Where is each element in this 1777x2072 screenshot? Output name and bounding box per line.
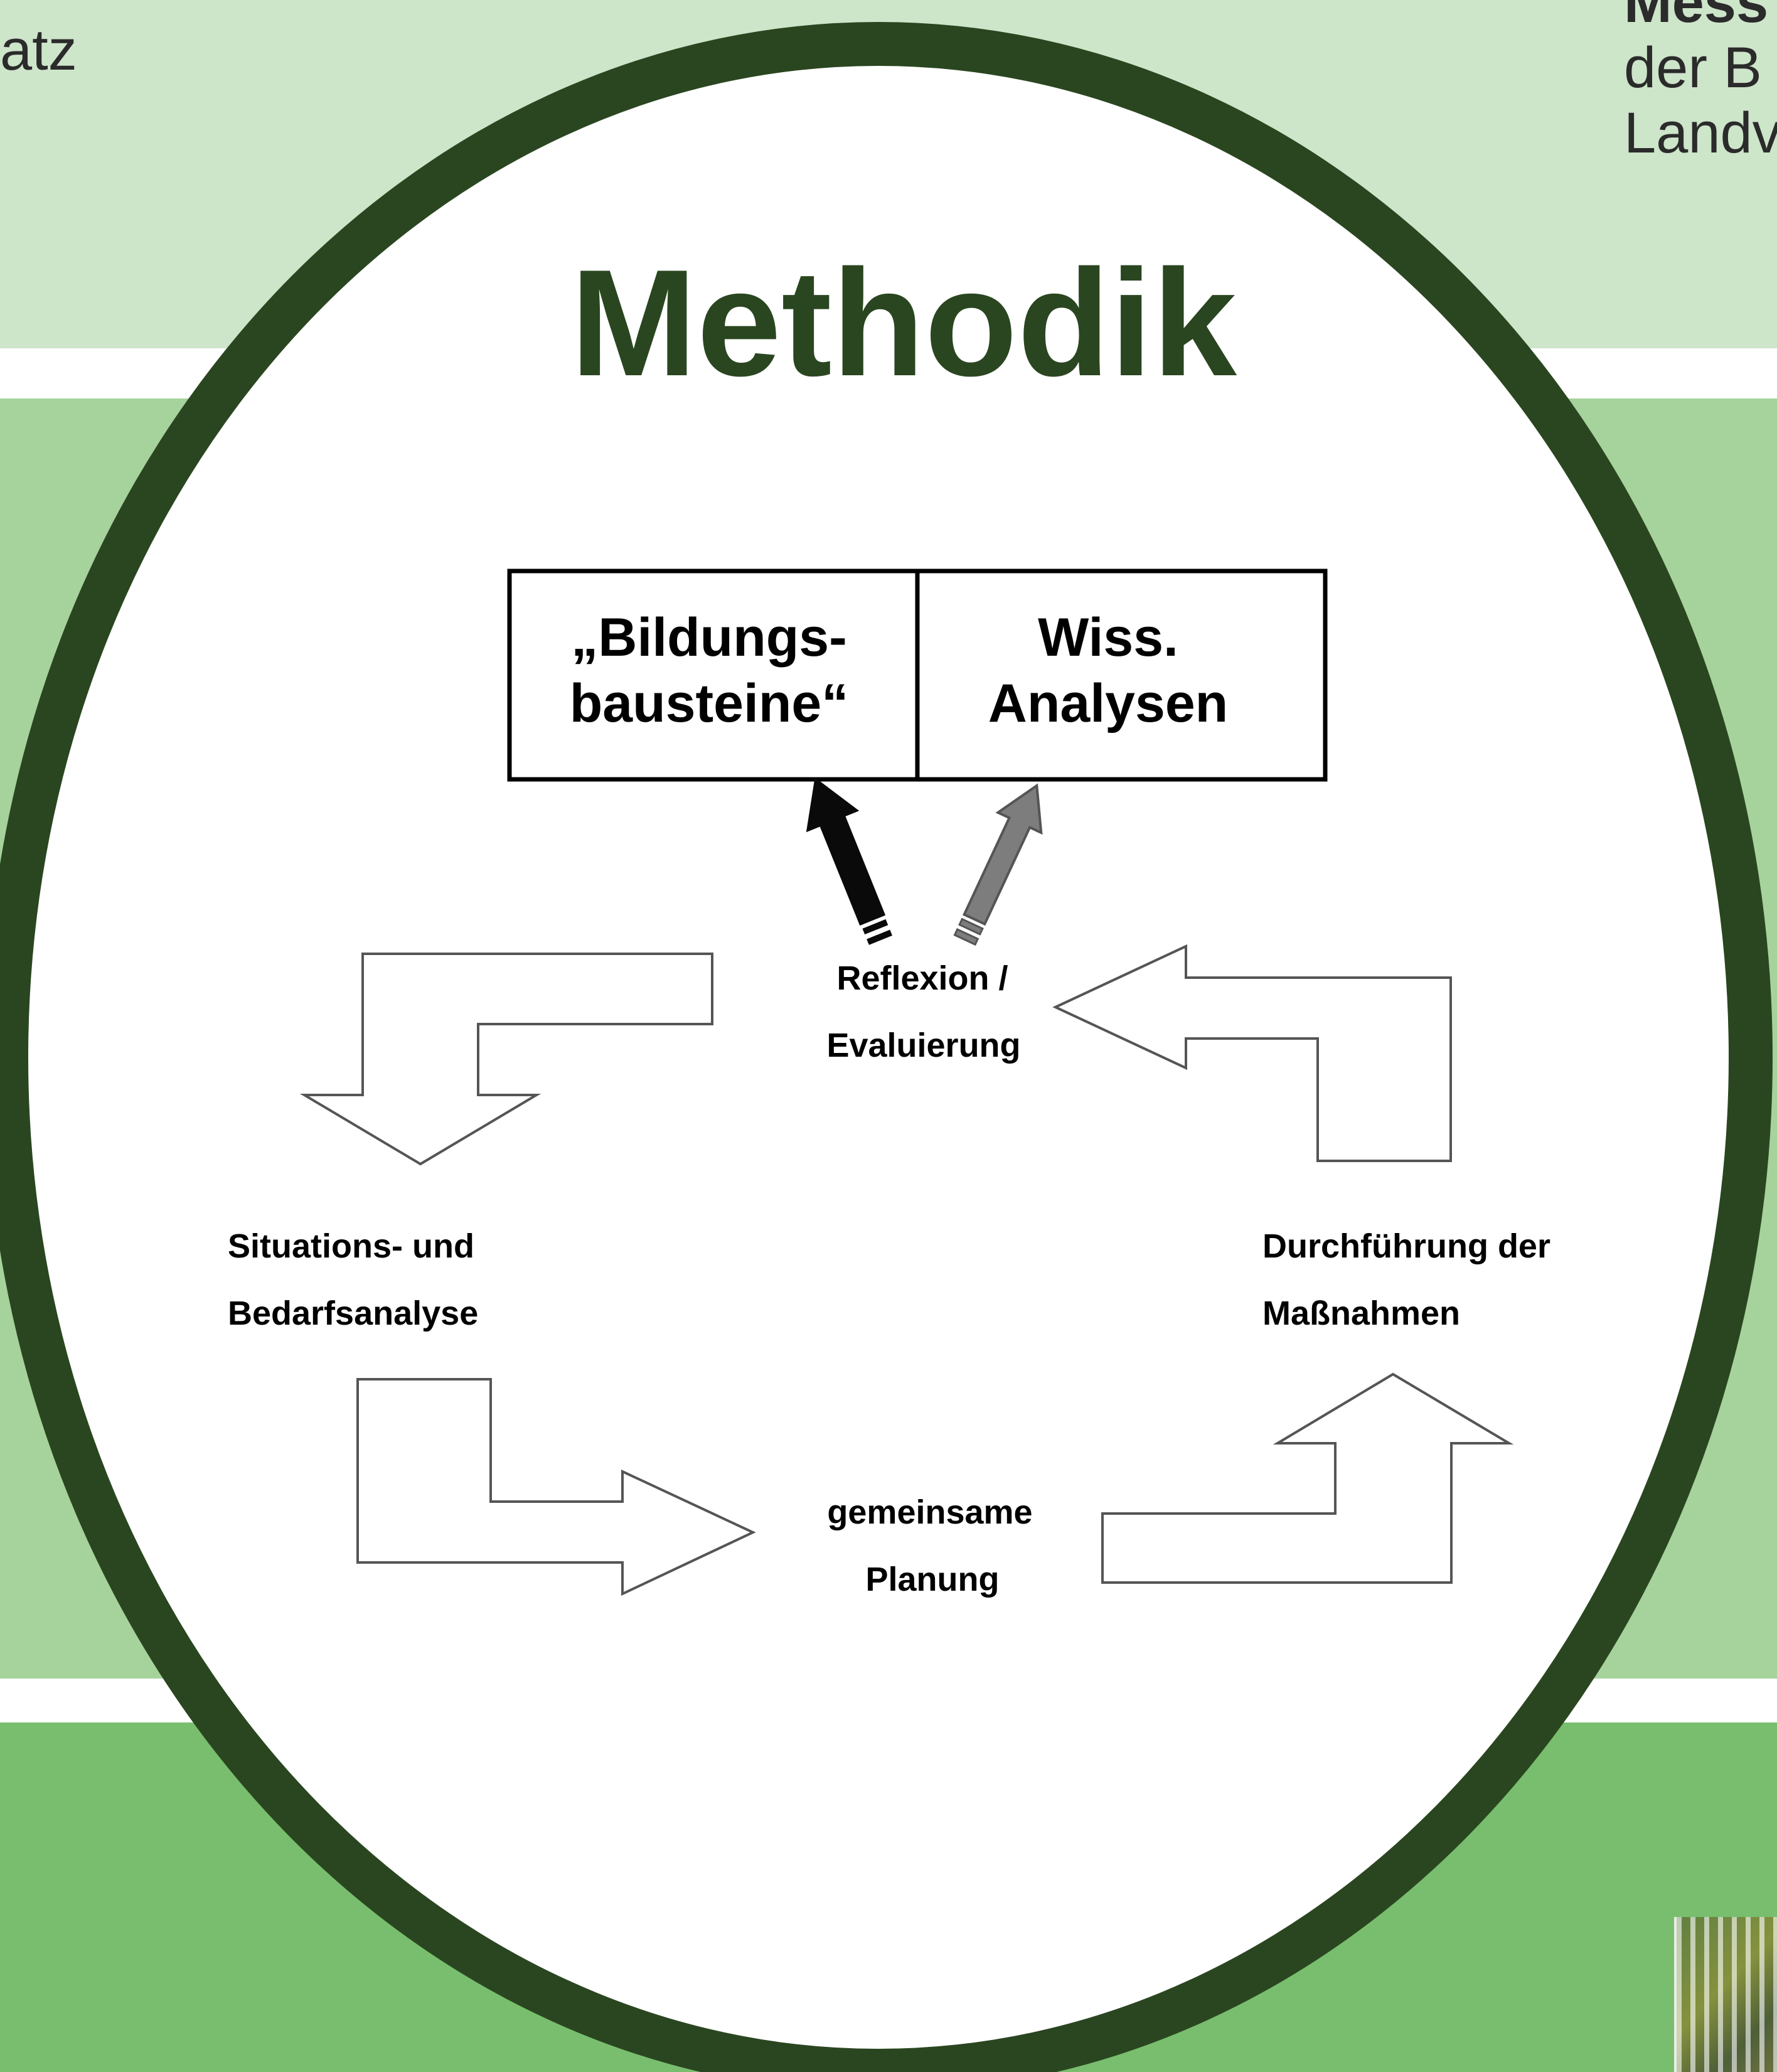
arrow-to-wiss-analysen bbox=[953, 783, 1043, 946]
label-planung-line: gemeinsame bbox=[827, 1493, 1032, 1531]
left-edge-text: atz bbox=[0, 18, 77, 82]
label-reflexion-line: Reflexion / bbox=[836, 959, 1008, 997]
box-right-line: Analysen bbox=[988, 673, 1228, 734]
right-edge-line: Landv bbox=[1624, 101, 1777, 165]
box-left-line: bausteine“ bbox=[570, 673, 848, 734]
diagram-title: Methodik bbox=[570, 238, 1237, 408]
label-situation-line: Bedarfsanalyse bbox=[228, 1295, 478, 1332]
arrow-durchfuehrung-to-reflexion bbox=[1052, 944, 1452, 1162]
arrow-to-bildungsbausteine bbox=[806, 777, 893, 945]
photo-thumbnail bbox=[1674, 1917, 1777, 2072]
label-situation-line: Situations- und bbox=[228, 1227, 474, 1265]
box-wiss-analysen bbox=[915, 569, 1328, 782]
arrow-situation-to-planung bbox=[356, 1378, 756, 1596]
arrow-reflexion-to-situation bbox=[299, 953, 713, 1166]
label-planung-line: Planung bbox=[866, 1561, 1000, 1598]
arrow-planung-to-durchfuehrung bbox=[1101, 1372, 1514, 1584]
right-edge-text: Mess der B Landv bbox=[1624, 0, 1777, 166]
right-edge-line: der B bbox=[1624, 36, 1762, 100]
box-left-line: „Bildungs- bbox=[571, 607, 847, 668]
label-durchfuehrung-line: Maßnahmen bbox=[1262, 1295, 1460, 1332]
box-bildungsbausteine bbox=[507, 569, 920, 782]
right-edge-line: Mess bbox=[1624, 0, 1769, 35]
label-durchfuehrung-line: Durchführung der bbox=[1262, 1227, 1550, 1265]
label-reflexion-line: Evaluierung bbox=[826, 1027, 1020, 1064]
box-right-line: Wiss. bbox=[1038, 607, 1178, 668]
